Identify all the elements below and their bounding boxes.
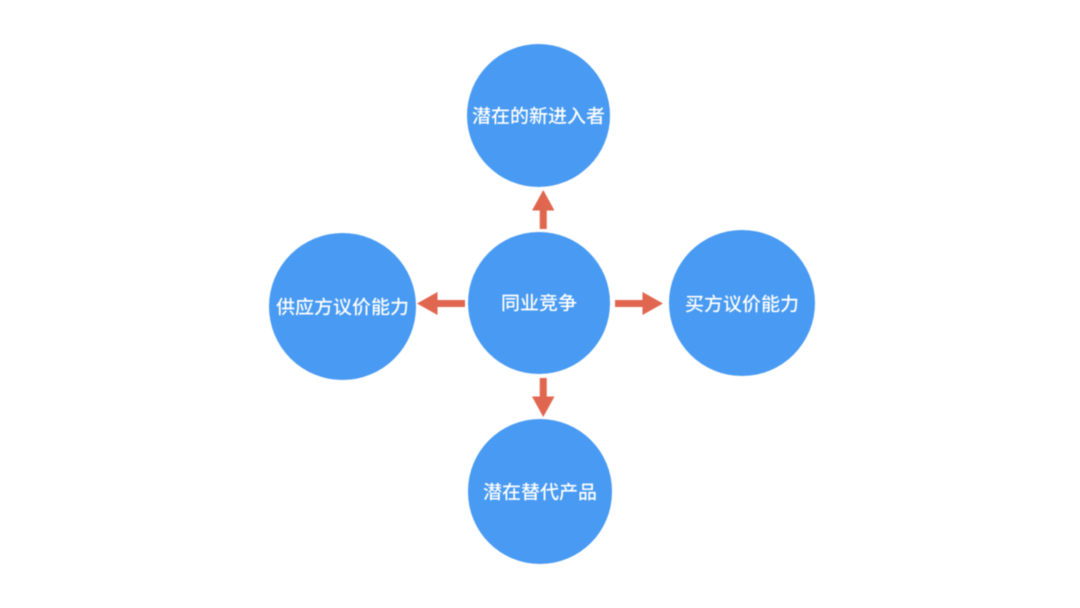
node-supplier-power-label-glyphs [276,297,408,316]
node-industry-rivalry: 同业竞争 [468,232,610,374]
node-industry-rivalry-label-glyphs [502,293,577,312]
node-new-entrants-label-glyphs [472,106,605,124]
node-substitutes: 潜在替代产品 [467,419,613,564]
arrow-center-to-bottom-icon [532,378,555,418]
node-buyer-power: 买方议价能力 [669,230,815,376]
arrow-center-to-top-icon [531,189,555,229]
arrow-center-to-left-icon [416,292,465,315]
node-substitutes-label-glyphs [483,482,596,501]
arrow-center-to-right-icon [615,291,664,315]
node-new-entrants: 潜在的新进入者 [467,43,610,187]
node-supplier-power: 供应方议价能力 [269,233,416,380]
node-buyer-power-label-glyphs [685,293,798,312]
